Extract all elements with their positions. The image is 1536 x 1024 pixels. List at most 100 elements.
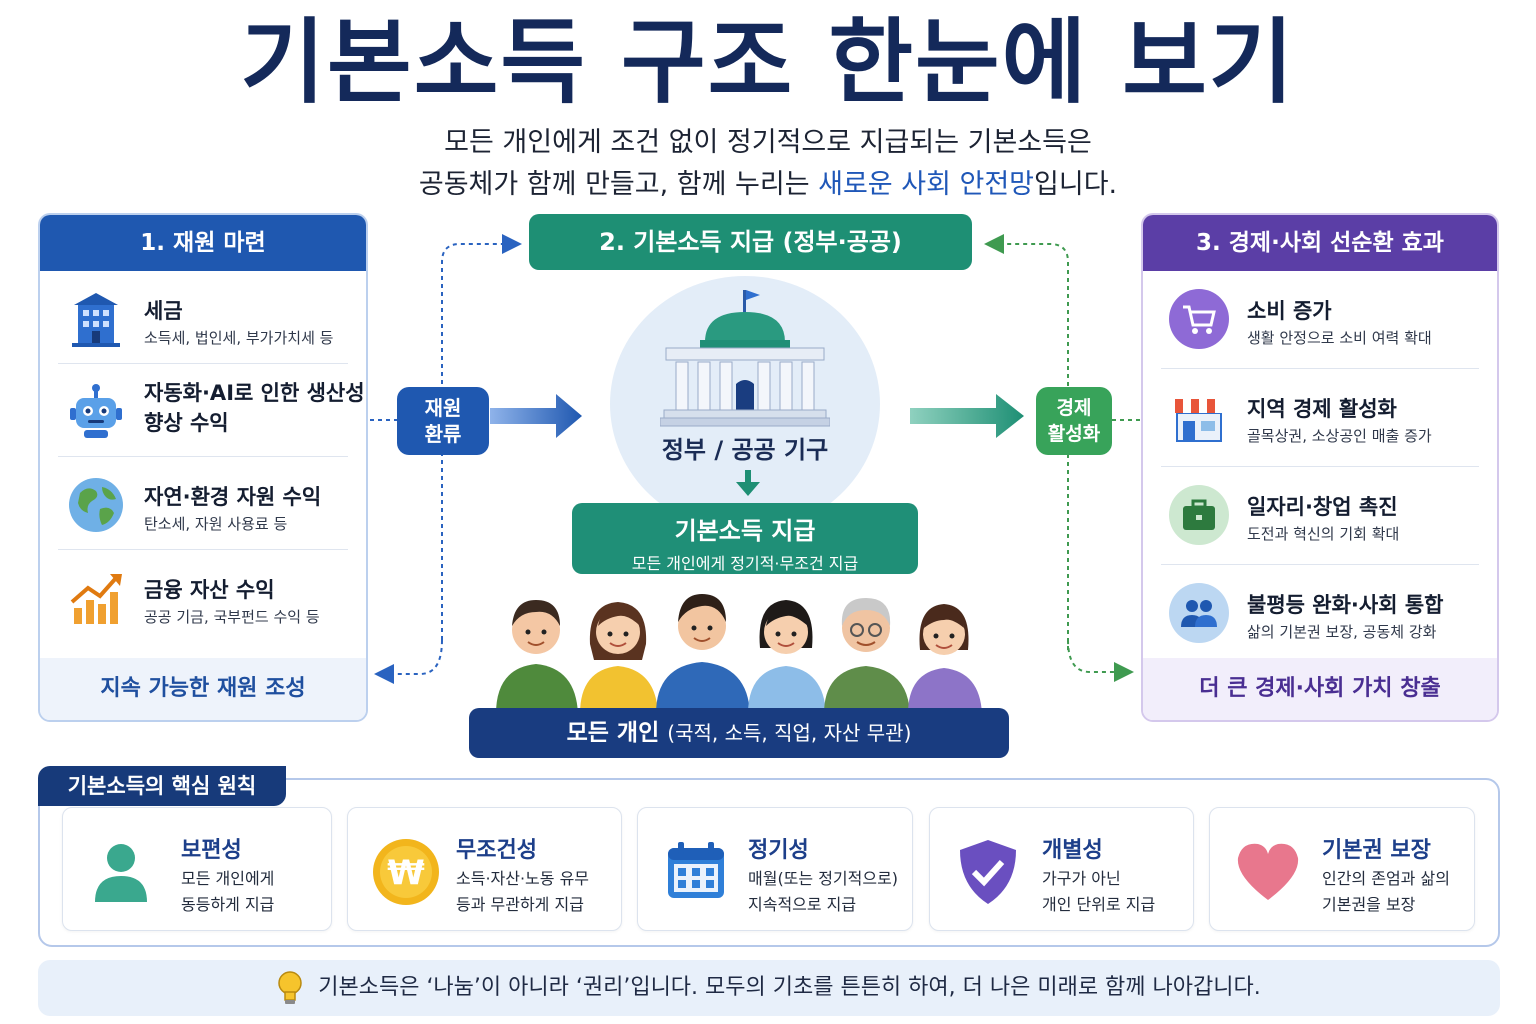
funding-flow-arrow — [490, 394, 582, 438]
payment-section-title: 2. 기본소득 지급 (정부·공공) — [529, 214, 972, 270]
funding-item-automation: 자동화·AI로 인한 생산성 향상 수익 — [58, 364, 365, 457]
funding-item-desc: 공공 기금, 국부펀드 수익 등 — [144, 608, 320, 626]
person-figure — [908, 604, 982, 714]
funding-panel-footer: 지속 가능한 재원 조성 — [40, 658, 366, 720]
cart-icon — [1169, 289, 1229, 349]
pill-line: 환류 — [424, 422, 462, 446]
all-individuals-label: 모든 개인 — [566, 720, 660, 746]
funding-item-tax: 세금 소득세, 법인세, 부가가치세 등 — [58, 271, 348, 364]
economy-flow-arrow — [910, 394, 1024, 438]
principle-desc-line: 등과 무관하게 지급 — [456, 895, 584, 914]
all-individuals-bar: 모든 개인 (국적, 소득, 직업, 자산 무관) — [469, 708, 1009, 758]
principle-desc-line: 동등하게 지급 — [181, 895, 275, 914]
funding-item-desc: 탄소세, 자원 사용료 등 — [144, 515, 288, 533]
effects-item-inequality: 불평등 완화·사회 통합 삶의 기본권 보장, 공동체 강화 — [1161, 565, 1479, 663]
funding-item-finance: 금융 자산 수익 공공 기금, 국부펀드 수익 등 — [58, 550, 348, 643]
person-figure — [824, 598, 910, 714]
heart-icon — [1237, 843, 1299, 900]
effects-item-local-economy: 지역 경제 활성화 골목상권, 소상공인 매출 증가 — [1161, 369, 1479, 467]
funding-item-title: 자동화·AI로 인한 생산성 향상 수익 — [144, 381, 365, 435]
person-figure — [496, 600, 578, 714]
effects-item-title: 지역 경제 활성화 — [1247, 397, 1397, 421]
won-coin-icon: ₩ — [373, 839, 439, 905]
funding-panel: 1. 재원 마련 세금 소득세, 법인세, 부가가치세 등 자동화·AI — [38, 213, 368, 722]
funding-return-pill: 재원 환류 — [397, 387, 489, 455]
effects-item-title: 불평등 완화·사회 통합 — [1247, 593, 1444, 617]
funding-item-nature: 자연·환경 자원 수익 탄소세, 자원 사용료 등 — [58, 457, 348, 550]
principle-title: 정기성 — [748, 838, 809, 863]
effects-item-desc: 도전과 혁신의 기회 확대 — [1247, 525, 1400, 543]
payment-desc: 모든 개인에게 정기적·무조건 지급 — [631, 554, 859, 573]
principle-card-regularity: 정기성 매월(또는 정기적으로) 지속적으로 지급 — [637, 807, 913, 931]
principle-desc-line: 가구가 아닌 — [1042, 869, 1121, 888]
store-icon — [1175, 399, 1223, 442]
funding-item-title: 세금 — [144, 299, 183, 323]
subtitle-line-1: 모든 개인에게 조건 없이 정기적으로 지급되는 기본소득은 — [444, 127, 1092, 158]
pill-line: 활성화 — [1047, 423, 1101, 445]
principle-desc-line: 모든 개인에게 — [181, 869, 275, 888]
right-return-line — [1067, 639, 1134, 682]
lightbulb-icon — [278, 971, 302, 1004]
principle-desc-line: 소득·자산·노동 유무 — [456, 869, 590, 888]
principle-desc-line: 개인 단위로 지급 — [1042, 895, 1156, 914]
people-icon — [1169, 583, 1229, 643]
effects-item-title: 소비 증가 — [1247, 299, 1332, 323]
principle-card-basic-rights: 기본권 보장 인간의 존엄과 삶의 기본권을 보장 — [1209, 807, 1475, 931]
all-individuals-sub: (국적, 소득, 직업, 자산 무관) — [667, 721, 912, 745]
people-group-illustration — [496, 594, 982, 714]
funding-item-desc: 소득세, 법인세, 부가가치세 등 — [144, 329, 334, 347]
principles-tag: 기본소득의 핵심 원칙 — [38, 766, 286, 806]
principle-card-unconditionality: ₩ 무조건성 소득·자산·노동 유무 등과 무관하게 지급 — [347, 807, 622, 931]
effects-item-desc: 생활 안정으로 소비 여력 확대 — [1247, 329, 1432, 347]
effects-panel-title: 3. 경제·사회 선순환 효과 — [1143, 215, 1497, 271]
calendar-icon — [668, 842, 724, 898]
pill-line: 재원 — [424, 396, 462, 420]
principle-desc: 소득·자산·노동 유무 등과 무관하게 지급 — [456, 866, 589, 918]
principle-desc: 가구가 아닌 개인 단위로 지급 — [1042, 866, 1155, 918]
page-title: 기본소득 구조 한눈에 보기 — [240, 9, 1296, 116]
economy-boost-pill: 경제 활성화 — [1036, 387, 1112, 455]
subtitle-line-2-pre: 공동체가 함께 만들고, 함께 누리는 — [418, 169, 819, 200]
down-arrow-icon — [736, 470, 760, 496]
subtitle-line-2: 공동체가 함께 만들고, 함께 누리는 새로운 사회 안전망입니다. — [0, 164, 1536, 206]
svg-text:₩: ₩ — [387, 853, 425, 893]
pill-line: 경제 — [1056, 397, 1092, 419]
robot-icon — [70, 384, 122, 438]
effects-item-title: 일자리·창업 촉진 — [1247, 495, 1398, 519]
principle-desc: 모든 개인에게 동등하게 지급 — [181, 866, 274, 918]
payment-box: 기본소득 지급 모든 개인에게 정기적·무조건 지급 — [572, 503, 918, 574]
subtitle-highlight: 새로운 사회 안전망 — [818, 169, 1035, 200]
principle-title: 기본권 보장 — [1322, 838, 1431, 863]
funding-item-title: 금융 자산 수익 — [144, 578, 275, 602]
effects-item-jobs: 일자리·창업 촉진 도전과 혁신의 기회 확대 — [1161, 467, 1479, 565]
footer-message-box: 기본소득은 ‘나눔’이 아니라 ‘권리’입니다. 모두의 기초를 튼튼히 하여,… — [38, 960, 1500, 1016]
principle-desc: 인간의 존엄과 삶의 기본권을 보장 — [1322, 866, 1450, 918]
building-icon — [72, 293, 120, 347]
government-label: 정부 / 공공 기구 — [661, 436, 829, 464]
principle-desc-line: 매월(또는 정기적으로) — [748, 869, 899, 888]
globe-icon — [69, 478, 123, 532]
principle-title: 개별성 — [1042, 838, 1103, 863]
principle-desc-line: 지속적으로 지급 — [748, 895, 857, 914]
principle-card-universality: 보편성 모든 개인에게 동등하게 지급 — [62, 807, 332, 931]
briefcase-icon — [1169, 485, 1229, 545]
effects-item-desc: 골목상권, 소상공인 매출 증가 — [1247, 427, 1432, 445]
funding-item-title: 자연·환경 자원 수익 — [144, 485, 322, 509]
footer-message: 기본소득은 ‘나눔’이 아니라 ‘권리’입니다. 모두의 기초를 튼튼히 하여,… — [318, 975, 1261, 1000]
principle-desc-line: 인간의 존엄과 삶의 — [1322, 869, 1450, 888]
principle-card-individuality: 개별성 가구가 아닌 개인 단위로 지급 — [929, 807, 1194, 931]
effects-panel-footer: 더 큰 경제·사회 가치 창출 — [1143, 658, 1497, 720]
principle-title: 보편성 — [181, 838, 242, 863]
left-return-line — [374, 639, 443, 684]
right-loop-line — [984, 234, 1069, 650]
person-figure — [656, 594, 750, 714]
page-subtitle: 모든 개인에게 조건 없이 정기적으로 지급되는 기본소득은 공동체가 함께 만… — [0, 122, 1536, 206]
principle-title: 무조건성 — [456, 838, 537, 863]
person-figure — [580, 602, 658, 714]
effects-panel: 3. 경제·사회 선순환 효과 소비 증가 생활 안정으로 소비 여력 확대 지… — [1141, 213, 1499, 722]
person-icon — [95, 844, 147, 902]
person-figure — [748, 600, 826, 714]
subtitle-line-2-post: 입니다. — [1034, 169, 1118, 200]
government-building-icon — [660, 290, 830, 427]
effects-item-consumption: 소비 증가 생활 안정으로 소비 여력 확대 — [1161, 271, 1479, 369]
